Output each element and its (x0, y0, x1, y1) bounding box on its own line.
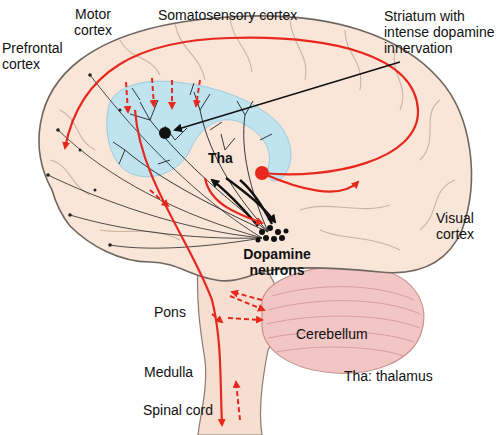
striatum-shape (107, 81, 291, 181)
callout-label: Striatum with intense dopamine innervati… (384, 8, 502, 56)
structure-label: Dopamine neurons (232, 246, 322, 278)
red-dashed-arrow (152, 78, 154, 106)
terminal-dot (68, 213, 72, 217)
cerebellum-folia (266, 287, 420, 356)
red-dashed-arrow (232, 292, 262, 300)
abbreviation-note: Tha: thalamus (344, 368, 464, 384)
sulcus (394, 50, 403, 110)
prefrontal-fibers (48, 75, 262, 248)
neuron (275, 229, 281, 235)
region-label: Medulla (144, 364, 224, 380)
red-dashed-arrow (171, 80, 173, 108)
neuron (263, 235, 269, 241)
sulcus (290, 20, 306, 80)
sulcus (50, 160, 90, 195)
region-label: Cerebellum (296, 326, 386, 342)
terminal-dot (119, 109, 122, 112)
red-dashed-arrow (126, 82, 128, 112)
sulcus (300, 205, 390, 210)
red-arrow (262, 173, 358, 192)
neuron (271, 236, 277, 242)
terminal-dot (88, 73, 92, 77)
terminal-dot (46, 173, 50, 177)
striatum-dot (159, 127, 171, 139)
neuron (256, 238, 261, 243)
terminal-dot (108, 243, 112, 247)
neuron (267, 225, 273, 231)
red-dashed-arrow (228, 318, 262, 320)
region-label: Prefrontal cortex (2, 40, 72, 72)
red-dashed-arrow (150, 190, 168, 206)
neuron (284, 229, 289, 234)
terminal-dot (79, 149, 82, 152)
dopamine-fibers (113, 83, 272, 232)
red-arrow (205, 178, 262, 223)
region-label: Visual cortex (436, 210, 496, 242)
sulcus (175, 24, 205, 80)
neuron (279, 235, 285, 241)
fiber (58, 130, 262, 238)
cerebellum-shape (262, 267, 424, 374)
sulcus (120, 40, 160, 75)
thalamus-dot (255, 166, 269, 180)
cerebellum-fold (272, 287, 414, 300)
cerebellum-fold (276, 347, 404, 356)
red-dashed-arrow (196, 80, 200, 106)
sulcus (230, 18, 252, 72)
sulcus (320, 230, 400, 250)
region-label: Motor cortex (62, 6, 124, 38)
sulcus (420, 100, 440, 160)
neuron (259, 229, 265, 235)
sulcus (100, 230, 180, 240)
region-label: Pons (154, 304, 204, 320)
red-dashed-arrow (212, 314, 222, 322)
cerebellum-fold (268, 301, 420, 314)
structure-label: Tha (208, 150, 248, 166)
red-dashed-arrow (236, 382, 240, 420)
terminal-dot (56, 128, 60, 132)
dopamine-neurons-cluster (256, 225, 289, 243)
fiber (90, 75, 262, 238)
terminal-dot (94, 189, 97, 192)
red-pathways (65, 38, 418, 425)
fiber (150, 120, 268, 232)
leader-line (175, 62, 400, 130)
region-label: Somatosensory cortex (158, 7, 338, 23)
fiber (200, 110, 268, 232)
sulcus (345, 30, 361, 90)
red-dashed-arrow (230, 296, 264, 310)
region-label: Spinal cord (143, 402, 243, 418)
red-arrow (65, 38, 418, 175)
